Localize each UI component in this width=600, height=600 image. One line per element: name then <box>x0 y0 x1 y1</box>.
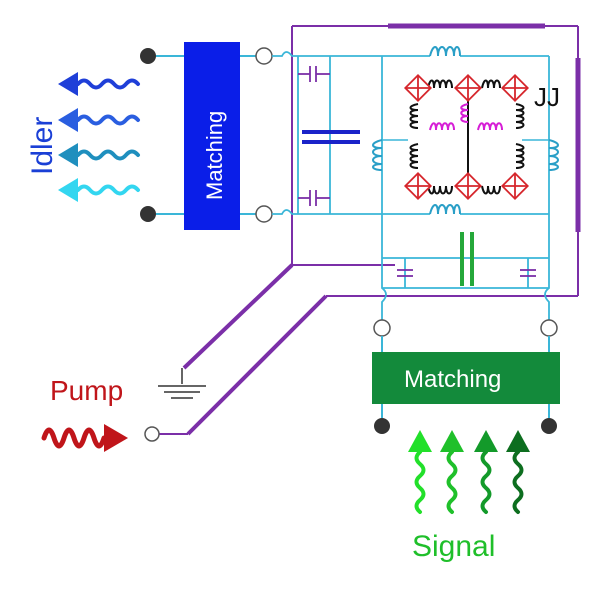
signal-arrow-4 <box>506 430 530 514</box>
inductor-cyan-bottom <box>429 204 461 215</box>
port-bottom-2 <box>540 319 558 337</box>
capacitor-purple-4 <box>520 269 536 277</box>
signal-terminal-left <box>374 418 390 434</box>
ground-symbol <box>158 385 206 399</box>
idler-arrow-4 <box>58 178 140 202</box>
inductor-cyan-top <box>429 46 461 57</box>
port-top-2 <box>255 205 273 223</box>
jj-5 <box>453 73 483 103</box>
port-top-1 <box>255 47 273 65</box>
signal-arrow-3 <box>474 430 498 514</box>
josephson-junctions <box>403 73 530 201</box>
signal-arrow-2 <box>440 430 464 514</box>
signal-arrows <box>408 430 530 514</box>
matching-block-bottom <box>372 352 560 404</box>
jj-label: JJ <box>534 82 560 112</box>
port-bottom-1 <box>373 319 391 337</box>
matching-label-bottom: Matching <box>404 366 501 393</box>
idler-arrow-1 <box>58 72 140 96</box>
capacitor-green <box>460 232 474 286</box>
capacitor-blue <box>302 130 360 144</box>
pump-line-ground <box>182 263 294 370</box>
jj-3 <box>403 171 433 201</box>
matching-label-top: Matching <box>202 111 227 200</box>
inductor-magenta <box>429 103 503 131</box>
pump-line-signal <box>186 294 328 436</box>
idler-label: Idler <box>26 117 59 175</box>
idler-terminal-top <box>140 48 156 64</box>
signal-terminal-right <box>541 418 557 434</box>
jj-2 <box>500 73 530 103</box>
pump-port <box>144 426 160 442</box>
inductor-cyan-right <box>548 139 559 171</box>
signal-label: Signal <box>412 530 495 563</box>
idler-arrows <box>58 72 140 202</box>
jj-4 <box>500 171 530 201</box>
pump-arrow <box>41 424 128 452</box>
capacitor-purple-2 <box>298 190 330 206</box>
inductor-ring <box>409 79 525 195</box>
jj-6 <box>453 171 483 201</box>
pump-label: Pump <box>50 375 123 406</box>
idler-terminal-bottom <box>140 206 156 222</box>
capacitor-purple-1 <box>298 66 330 82</box>
pump-loop <box>291 25 579 297</box>
idler-arrow-3 <box>58 143 140 167</box>
matching-block-top <box>184 42 240 230</box>
signal-arrow-1 <box>408 430 432 514</box>
jj-1 <box>403 73 433 103</box>
idler-arrow-2 <box>58 108 140 132</box>
inductor-cyan-left <box>372 139 383 171</box>
circuit-wires <box>272 51 550 320</box>
capacitor-purple-3 <box>397 269 413 277</box>
